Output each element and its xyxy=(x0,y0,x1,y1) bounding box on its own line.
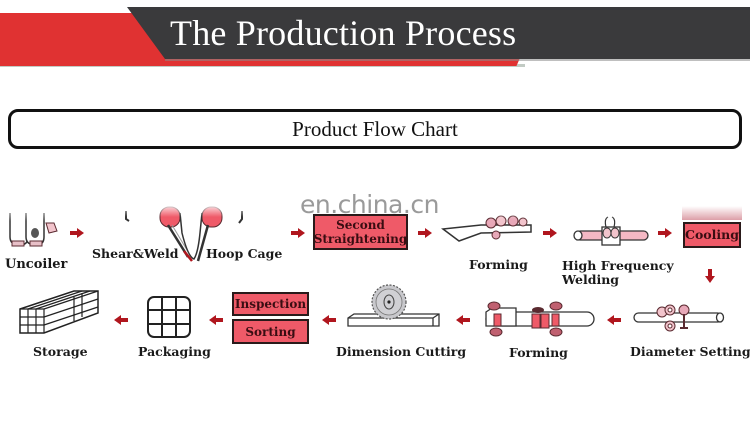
flow-arrow-left xyxy=(114,315,128,325)
flow-arrow-right xyxy=(658,228,672,238)
flow-arrow-down xyxy=(705,269,715,283)
cooling-fade-top xyxy=(682,206,742,220)
saw-blade-icon xyxy=(347,284,440,327)
step-label-hf-welding-line1: High Frequency xyxy=(562,258,674,273)
step-box-cooling: Cooling xyxy=(683,222,741,248)
step-label-hoop-cage: Hoop Cage xyxy=(206,246,283,261)
section-title: Product Flow Chart xyxy=(292,116,458,141)
step-label-diameter-setting: Diameter Setting xyxy=(630,344,750,359)
banner-dark-band xyxy=(127,7,750,59)
flow-arrow-left xyxy=(209,315,223,325)
step-label-packaging: Packaging xyxy=(138,344,211,359)
section-header-box: Product Flow Chart xyxy=(8,109,742,149)
step-label-uncoiler: Uncoiler xyxy=(5,257,68,272)
pipe-bundle-icon xyxy=(19,290,99,334)
step-label-sorting: Sorting xyxy=(245,324,296,339)
shear-weld-hoop-cage-icon xyxy=(118,203,253,262)
flow-arrow-right xyxy=(543,228,557,238)
step-label-hf-welding-line2: Welding xyxy=(562,272,620,287)
step-label-forming-2: Forming xyxy=(509,345,568,360)
step-box-second-straightening: Second Straightening xyxy=(313,214,408,250)
flow-arrow-left xyxy=(607,315,621,325)
step-box-inspection: Inspection xyxy=(232,292,309,316)
page-title: The Production Process xyxy=(170,13,517,53)
package-grid-icon xyxy=(147,296,191,338)
step-label-second: Second xyxy=(336,218,385,232)
step-label-shear-weld: Shear&Weld xyxy=(92,246,179,261)
step-label-straightening: Straightening xyxy=(313,232,408,246)
diameter-rollers-icon xyxy=(633,304,725,332)
welding-icon xyxy=(573,205,649,246)
step-label-forming-1: Forming xyxy=(469,257,528,272)
step-label-storage: Storage xyxy=(33,344,88,359)
step-label-dimension-cutting: Dimension Cuttirg xyxy=(336,344,467,359)
watermark-text: en.china.cn xyxy=(300,190,439,219)
step-label-inspection: Inspection xyxy=(234,297,307,311)
square-forming-icon xyxy=(485,301,595,337)
step-label-cooling: Cooling xyxy=(685,227,739,242)
forming-rollers-icon xyxy=(441,205,532,242)
uncoiler-icon xyxy=(4,203,62,247)
flow-arrow-right xyxy=(418,228,432,238)
flow-arrow-left xyxy=(456,315,470,325)
step-box-sorting: Sorting xyxy=(232,319,309,344)
flow-arrow-right xyxy=(70,228,84,238)
banner-dark-shadow xyxy=(165,58,750,61)
flow-arrow-left xyxy=(322,315,336,325)
flow-arrow-right xyxy=(291,228,305,238)
